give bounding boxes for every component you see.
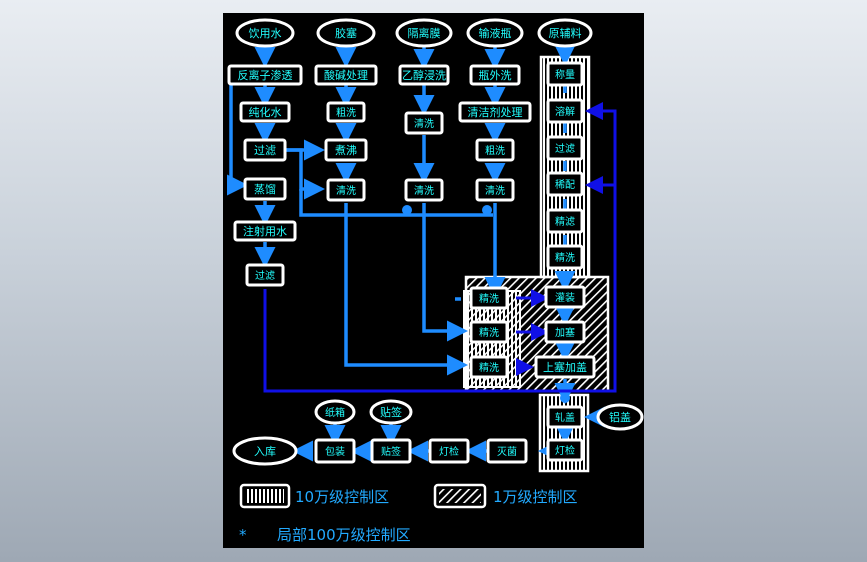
- node-outer-wash: 瓶外洗: [469, 64, 521, 86]
- node-label: 过滤: [555, 142, 575, 155]
- node-wfi: 注射用水: [233, 220, 297, 242]
- node-fill-plug-b: 加塞: [544, 320, 586, 344]
- node-carton: 纸箱: [314, 399, 356, 425]
- node-sterilize: 灭菌: [486, 438, 528, 464]
- node-dissolve: 溶解: [546, 98, 584, 124]
- node-film: 隔离膜: [395, 18, 453, 48]
- node-distill: 蒸馏: [243, 177, 287, 201]
- node-crimp: 轧盖: [546, 405, 584, 429]
- node-ethanol-wash: 乙醇浸洗: [398, 64, 450, 86]
- node-fine-filter: 精滤: [546, 208, 584, 234]
- node-label: 清洁剂处理: [468, 105, 523, 119]
- node-label: 精洗: [555, 251, 575, 264]
- node-clean-wash-film2: 清洗: [404, 178, 444, 202]
- return-lines: [263, 102, 617, 393]
- node-label: 溶解: [555, 105, 575, 118]
- node-rinse-b: 精洗: [469, 320, 509, 344]
- node-label: 入库: [254, 445, 276, 458]
- node-label: 胶塞: [335, 26, 357, 40]
- node-label: 粗洗: [485, 145, 505, 157]
- node-label: 纯化水: [249, 105, 282, 119]
- node-pack: 包装: [314, 438, 356, 464]
- node-label: 贴签: [370, 438, 412, 464]
- node-label: 稀配: [555, 178, 575, 191]
- node-label: 过滤: [254, 144, 276, 157]
- node-label: 饮用水: [249, 27, 282, 40]
- node-fine-wash: 精洗: [546, 244, 584, 270]
- node-inspect-a: 灯检: [546, 438, 584, 462]
- node-label: 煮沸: [335, 144, 357, 157]
- node-label: 瓶外洗: [479, 68, 512, 82]
- node-bottle: 输液瓶: [466, 18, 524, 48]
- process-flow-diagram: 饮用水胶塞隔离膜输液瓶原辅料反离子渗透酸碱处理乙醇浸洗瓶外洗纯化水粗洗清洗清洁剂…: [223, 13, 644, 548]
- node-clean-wash-bottle: 清洗: [475, 178, 515, 202]
- node-label: 注射用水: [243, 224, 287, 238]
- node-label: 过滤: [255, 269, 275, 282]
- node-ro: 反离子渗透: [227, 64, 303, 86]
- node-rinse-a: 精洗: [469, 286, 509, 310]
- node-label: 精洗: [479, 361, 499, 374]
- node-cap: 铝盖: [596, 403, 644, 431]
- node-raw: 原辅料: [537, 18, 593, 48]
- node-label: 纸箱: [325, 406, 345, 419]
- node-label: 灌装: [555, 291, 575, 304]
- node-label: 清洗: [485, 184, 505, 197]
- node-rough-wash-plug: 粗洗: [326, 101, 366, 123]
- node-label: 蒸馏: [254, 182, 276, 196]
- node-fill-plug-c: 上塞加盖: [534, 355, 596, 379]
- node-clean-wash-plug: 清洗: [326, 178, 366, 202]
- node-label: 灯检: [439, 445, 459, 458]
- legend-100k-label: 10万级控制区: [295, 488, 389, 506]
- node-dilute: 稀配: [546, 171, 584, 197]
- node-label: 称量: [555, 68, 575, 81]
- node-label: 加塞: [555, 326, 575, 339]
- node-label: 灯检: [555, 444, 575, 457]
- node-label: 贴签: [380, 405, 402, 419]
- node-storage: 入库: [232, 436, 298, 466]
- node-purified-water: 纯化水: [239, 101, 291, 123]
- node-label: 清洗: [414, 117, 434, 130]
- legend-10k-label: 1万级控制区: [493, 488, 578, 506]
- node-lamp-check: 灯检: [428, 438, 470, 464]
- node-boil: 煮沸: [324, 138, 368, 162]
- flow-svg: 饮用水胶塞隔离膜输液瓶原辅料反离子渗透酸碱处理乙醇浸洗瓶外洗纯化水粗洗清洗清洁剂…: [227, 18, 644, 544]
- legend-star: *: [239, 526, 247, 544]
- node-label: 轧盖: [555, 411, 575, 424]
- node-label-in: 贴签: [369, 399, 413, 425]
- node-label: 粗洗: [336, 107, 356, 119]
- node-weigh: 称量: [546, 61, 584, 87]
- legend: [239, 483, 487, 509]
- node-label: 精洗: [479, 292, 499, 305]
- node-label: 灭菌: [497, 446, 517, 458]
- node-rinse-c: 精洗: [469, 355, 509, 379]
- node-label: 清洗: [336, 184, 356, 197]
- node-label: 隔离膜: [408, 26, 441, 40]
- node-rough-wash-bottle: 粗洗: [475, 138, 515, 162]
- node-label: 上塞加盖: [543, 360, 587, 374]
- node-label: 输液瓶: [479, 26, 512, 40]
- node-detergent: 清洁剂处理: [458, 101, 532, 123]
- node-label: 原辅料: [549, 26, 582, 40]
- node-label: 反离子渗透: [238, 68, 293, 82]
- node-label: 乙醇浸洗: [402, 68, 446, 82]
- node-label: 贴签: [381, 445, 401, 458]
- node-water: 饮用水: [235, 18, 295, 48]
- node-filter-raw: 过滤: [546, 135, 584, 161]
- node-label: 包装: [325, 445, 345, 458]
- node-label: 清洗: [414, 184, 434, 197]
- node-filter1: 过滤: [243, 138, 287, 162]
- node-label: 铝盖: [609, 410, 631, 424]
- node-acid-alkali: 酸碱处理: [314, 64, 378, 86]
- node-fill-plug-a: 灌装: [544, 285, 586, 309]
- legend-1m-label: 局部100万级控制区: [277, 526, 411, 544]
- node-filter2: 过滤: [245, 263, 285, 287]
- node-label: 酸碱处理: [324, 68, 368, 82]
- node-clean-wash-film: 清洗: [404, 111, 444, 135]
- node-plug: 胶塞: [316, 18, 376, 48]
- node-label: 精洗: [479, 326, 499, 339]
- node-label: 精滤: [555, 215, 575, 228]
- junction-dots: [402, 205, 570, 403]
